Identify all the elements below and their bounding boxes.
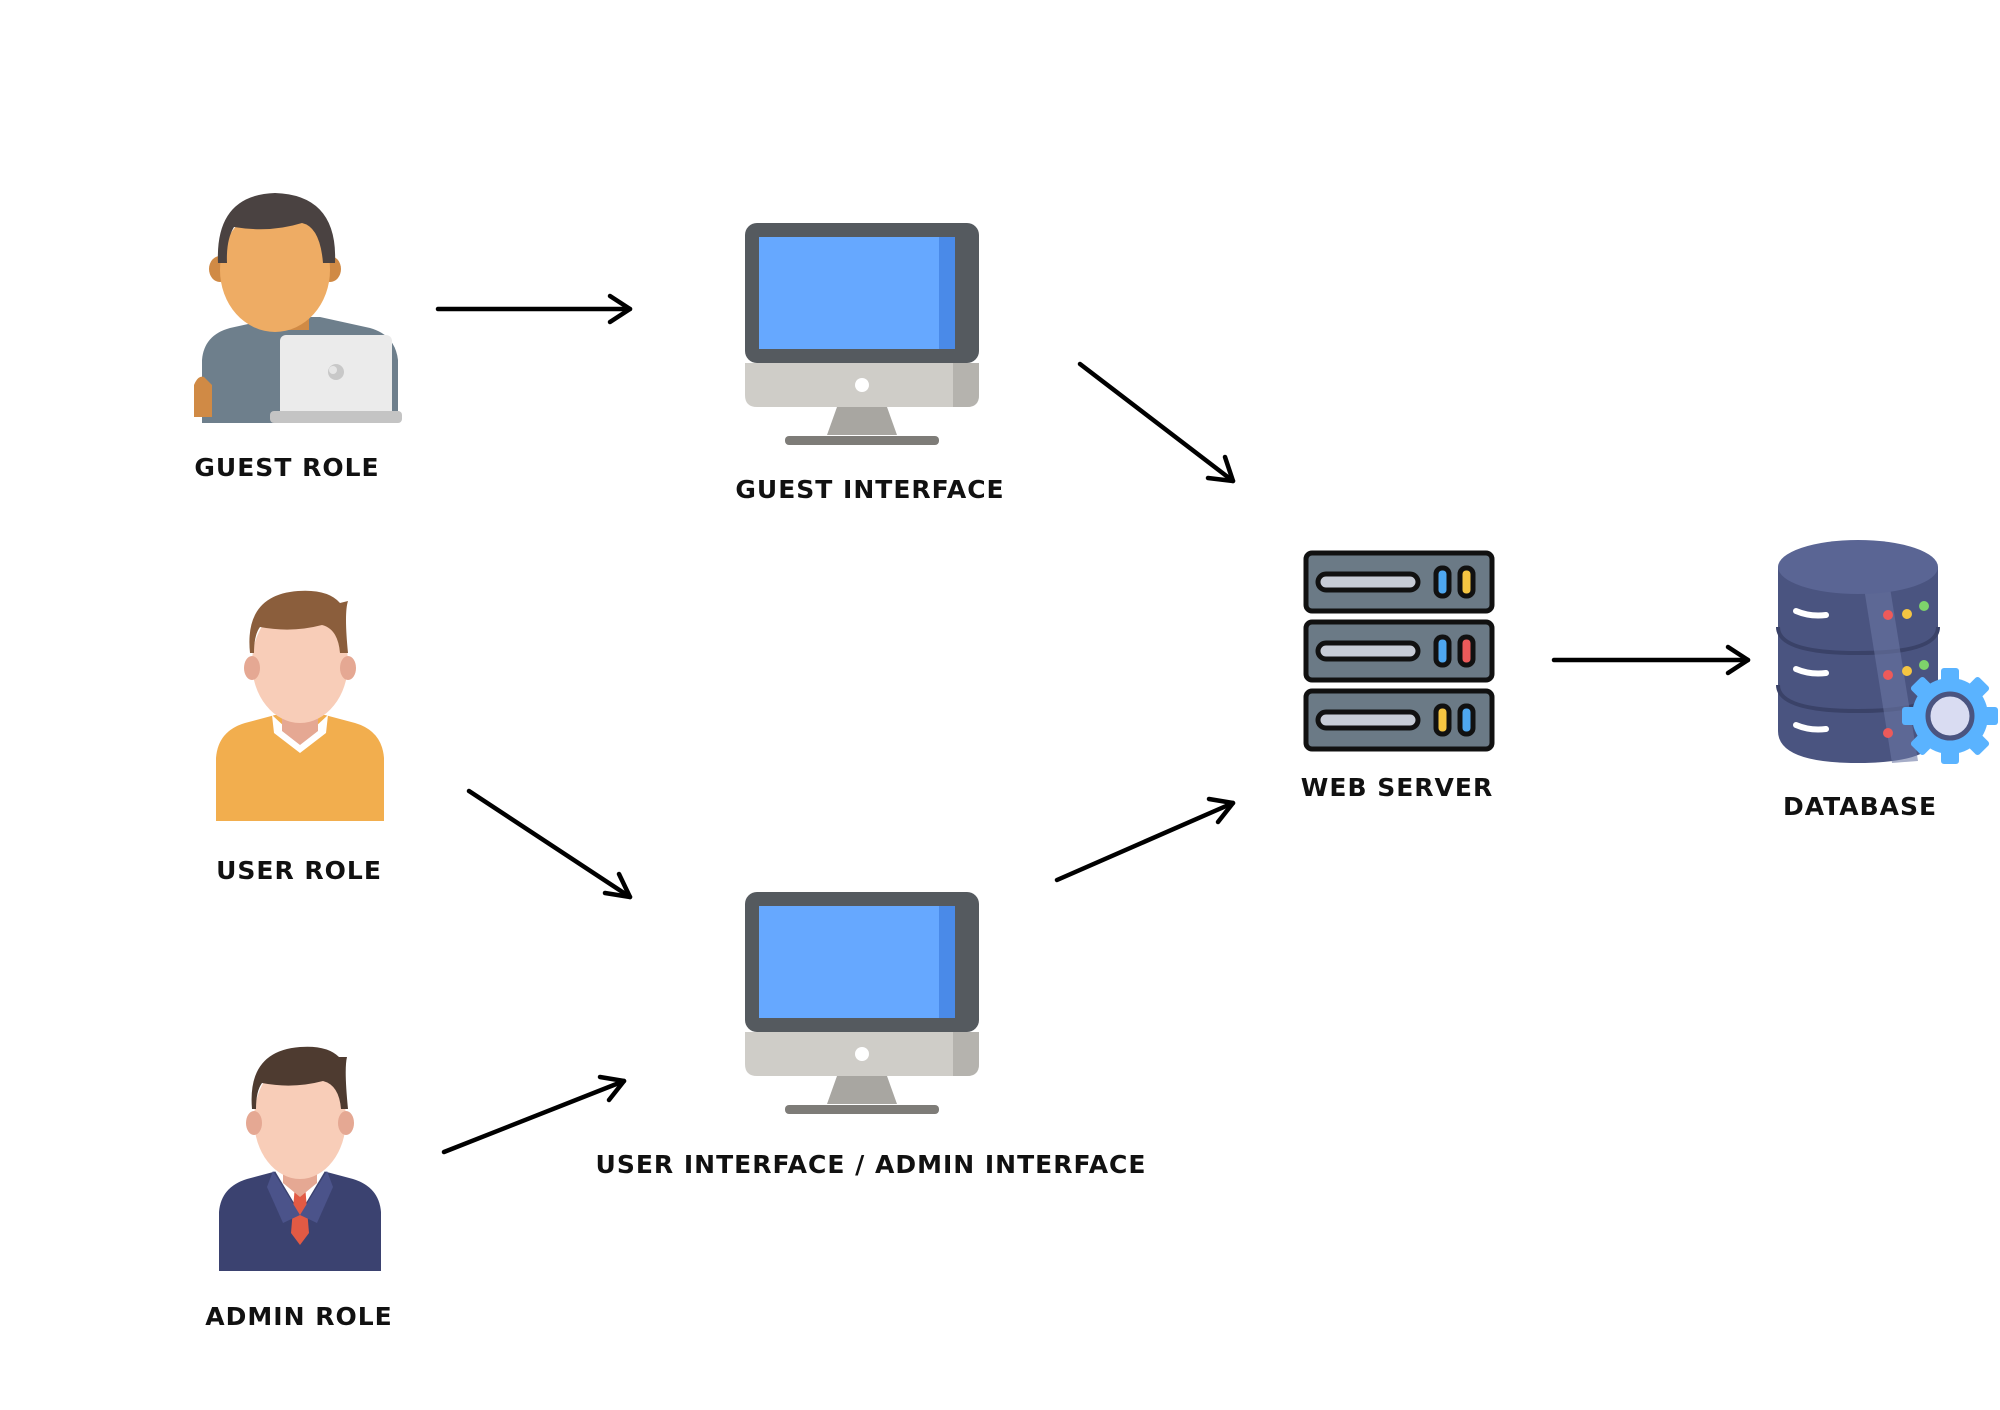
monitor-icon: [745, 223, 979, 445]
person-with-laptop-icon: [194, 193, 402, 423]
admin-role-label: ADMIN ROLE: [205, 1302, 393, 1331]
guest-role-label: GUEST ROLE: [194, 453, 380, 482]
edge-user-admin-interface-to-web-server: [1054, 796, 1236, 883]
edge-guest-role-to-guest-interface: [435, 293, 633, 325]
person-admin-icon: [219, 1046, 381, 1271]
monitor-icon: [745, 892, 979, 1114]
person-user-icon: [216, 590, 384, 821]
edge-web-server-to-database: [1551, 644, 1751, 676]
user-role-label: USER ROLE: [216, 856, 382, 885]
guest-interface-label: GUEST INTERFACE: [735, 475, 1005, 504]
web-server-label: WEB SERVER: [1300, 773, 1494, 802]
database-gear-icon: [1776, 540, 1998, 764]
edge-guest-interface-to-web-server: [1077, 361, 1236, 484]
database-label: DATABASE: [1782, 792, 1938, 821]
edge-admin-role-to-user-admin-interface: [441, 1074, 627, 1155]
edge-user-role-to-user-admin-interface: [466, 788, 633, 900]
server-rack-icon: [1303, 550, 1495, 752]
user-admin-interface-label: USER INTERFACE / ADMIN INTERFACE: [595, 1150, 1147, 1179]
